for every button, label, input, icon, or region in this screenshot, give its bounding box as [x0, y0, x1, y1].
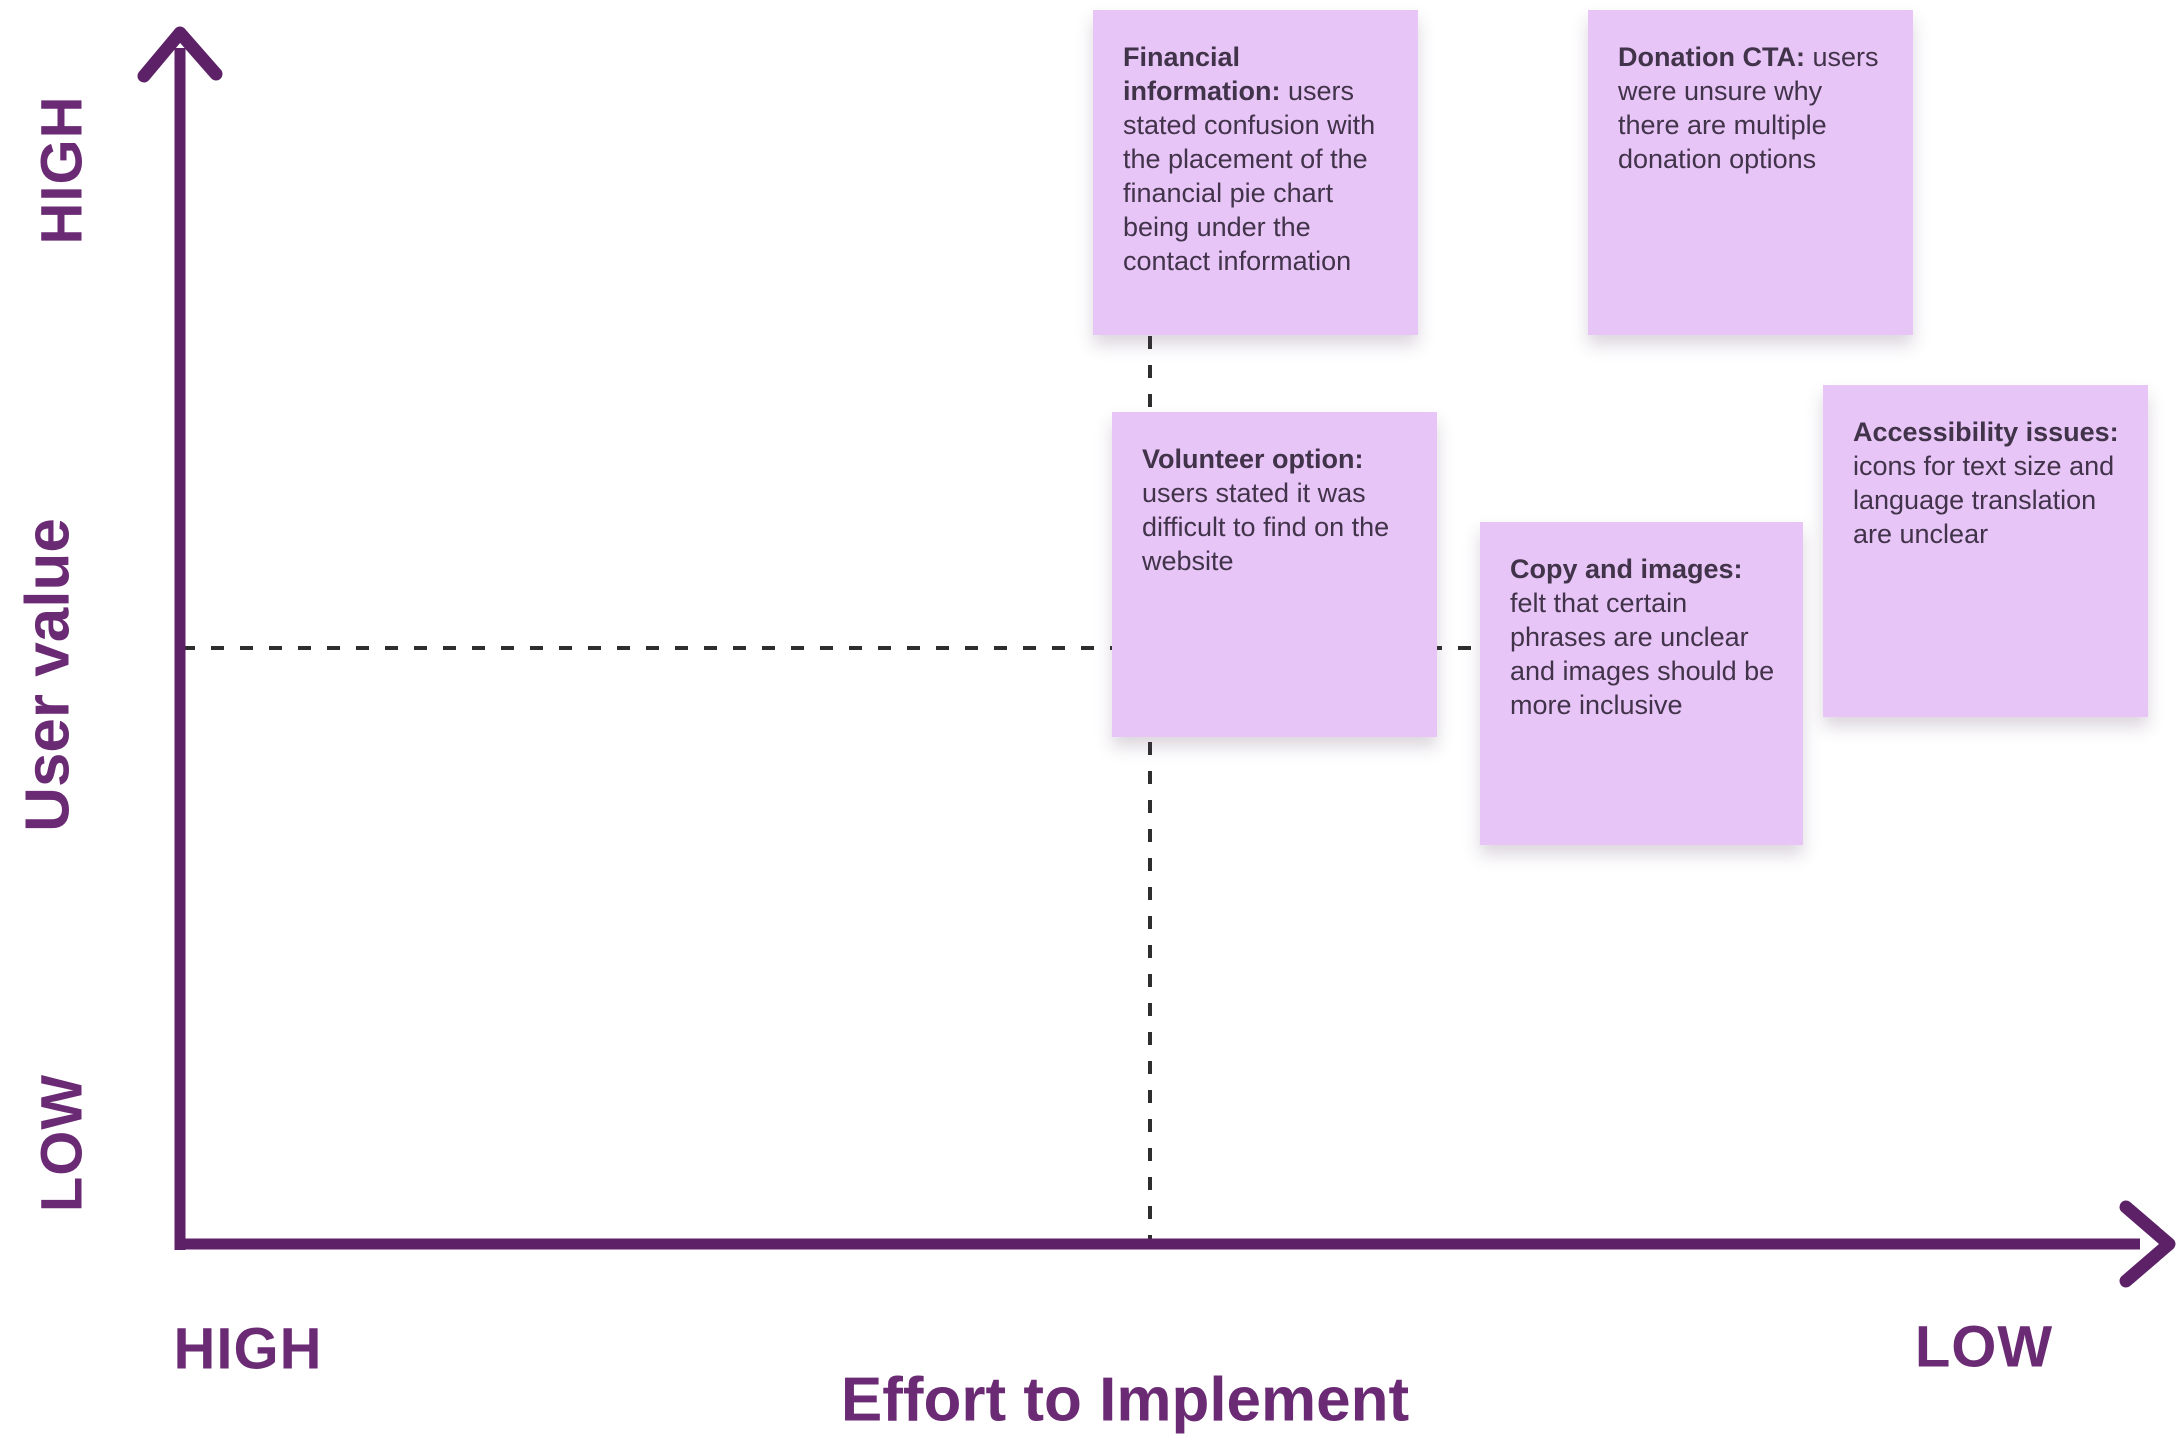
- note-body: users were unsure why there are multiple…: [1618, 42, 1879, 174]
- note-title: Donation CTA:: [1618, 42, 1805, 72]
- note-body: icons for text size and language transla…: [1853, 451, 2115, 549]
- x-axis-low-label: LOW: [1914, 1314, 2054, 1380]
- note-body: users stated it was difficult to find on…: [1142, 478, 1390, 576]
- y-axis-high-label: HIGH: [29, 95, 95, 245]
- y-axis-low-label: LOW: [29, 1073, 95, 1213]
- note-title: Financial information:: [1123, 42, 1281, 106]
- sticky-note-copy-and-images[interactable]: Copy and images: felt that certain phras…: [1480, 522, 1803, 845]
- x-axis-high-label: HIGH: [173, 1316, 323, 1382]
- sticky-note-volunteer-option[interactable]: Volunteer option: users stated it was di…: [1112, 412, 1437, 737]
- sticky-note-donation-cta[interactable]: Donation CTA: users were unsure why ther…: [1588, 10, 1913, 335]
- note-title: Accessibility issues:: [1853, 417, 2119, 447]
- note-body: felt that certain phrases are unclear an…: [1510, 588, 1775, 720]
- x-axis-arrowhead: [2119, 1200, 2176, 1288]
- sticky-note-accessibility-issues[interactable]: Accessibility issues: icons for text siz…: [1823, 385, 2148, 717]
- x-axis-title: Effort to Implement: [840, 1365, 1410, 1435]
- note-body: users stated confusion with the placemen…: [1123, 76, 1376, 276]
- y-axis-arrowhead: [137, 26, 223, 83]
- y-axis-title: User value: [13, 518, 83, 832]
- note-title: Copy and images:: [1510, 554, 1743, 584]
- note-title: Volunteer option:: [1142, 444, 1364, 474]
- sticky-note-financial-information[interactable]: Financial information: users stated conf…: [1093, 10, 1418, 335]
